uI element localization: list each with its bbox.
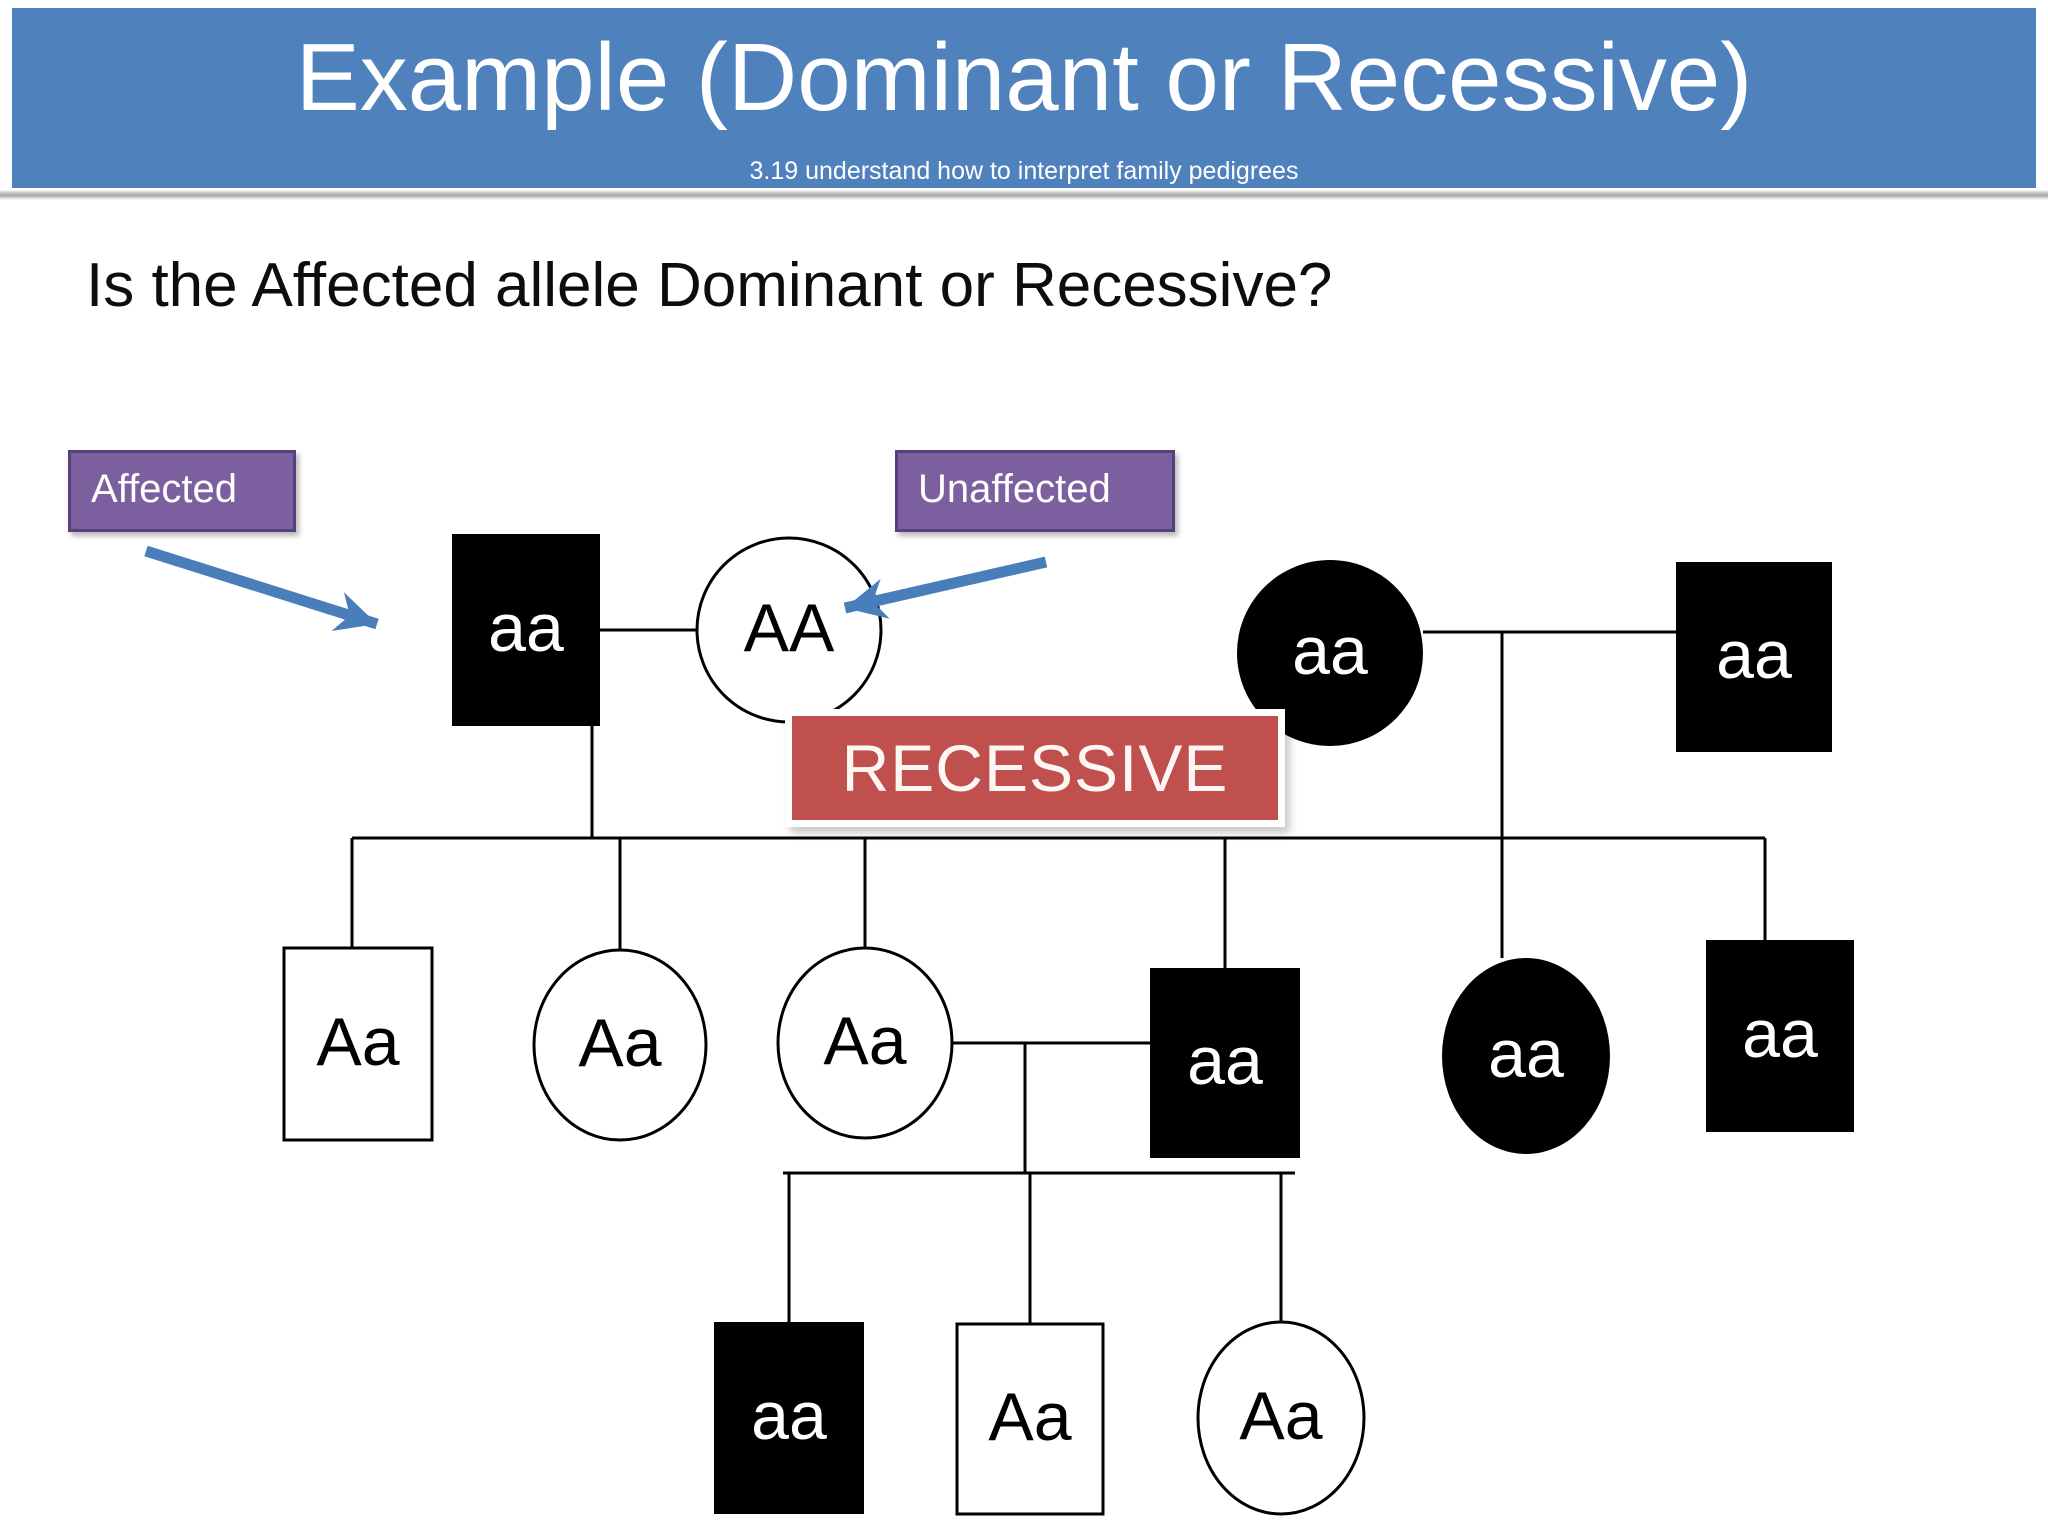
arrow-unaffected bbox=[843, 556, 1048, 619]
pedigree-node-circle-unaffected[interactable] bbox=[695, 536, 883, 724]
pedigree-node-circle-unaffected[interactable] bbox=[1196, 1320, 1366, 1516]
pedigree-node-circle-affected[interactable] bbox=[1442, 958, 1610, 1154]
pedigree-node-square-affected[interactable] bbox=[1706, 940, 1854, 1132]
callout-affected-label: Affected bbox=[91, 467, 238, 511]
callout-unaffected-label: Unaffected bbox=[918, 467, 1111, 511]
pedigree-node-circle-affected[interactable] bbox=[1237, 560, 1423, 746]
pedigree-node-square-unaffected[interactable] bbox=[955, 1322, 1105, 1516]
pedigree-node-circle-unaffected[interactable] bbox=[776, 946, 954, 1140]
pedigree-node-square-unaffected[interactable] bbox=[282, 946, 434, 1142]
answer-banner-label: RECESSIVE bbox=[841, 731, 1229, 805]
pedigree-node-square-affected[interactable] bbox=[1150, 968, 1300, 1158]
pedigree-node-circle-unaffected[interactable] bbox=[532, 948, 708, 1142]
pedigree-node-square-affected[interactable] bbox=[452, 534, 600, 726]
page-subtitle: 3.19 understand how to interpret family … bbox=[749, 157, 1299, 185]
question-text: Is the Affected allele Dominant or Reces… bbox=[86, 251, 1333, 320]
pedigree-node-square-affected[interactable] bbox=[1676, 562, 1832, 752]
answer-banner[interactable]: RECESSIVE bbox=[785, 709, 1285, 827]
slide-header-banner: Example (Dominant or Recessive) 3.19 und… bbox=[12, 8, 2036, 188]
page-title: Example (Dominant or Recessive) bbox=[295, 24, 1753, 131]
pedigree-node-square-affected[interactable] bbox=[714, 1322, 864, 1514]
arrow-affected bbox=[144, 545, 379, 632]
callout-unaffected[interactable]: Unaffected bbox=[895, 450, 1175, 532]
header-divider bbox=[0, 190, 2048, 200]
callout-affected[interactable]: Affected bbox=[68, 450, 296, 532]
